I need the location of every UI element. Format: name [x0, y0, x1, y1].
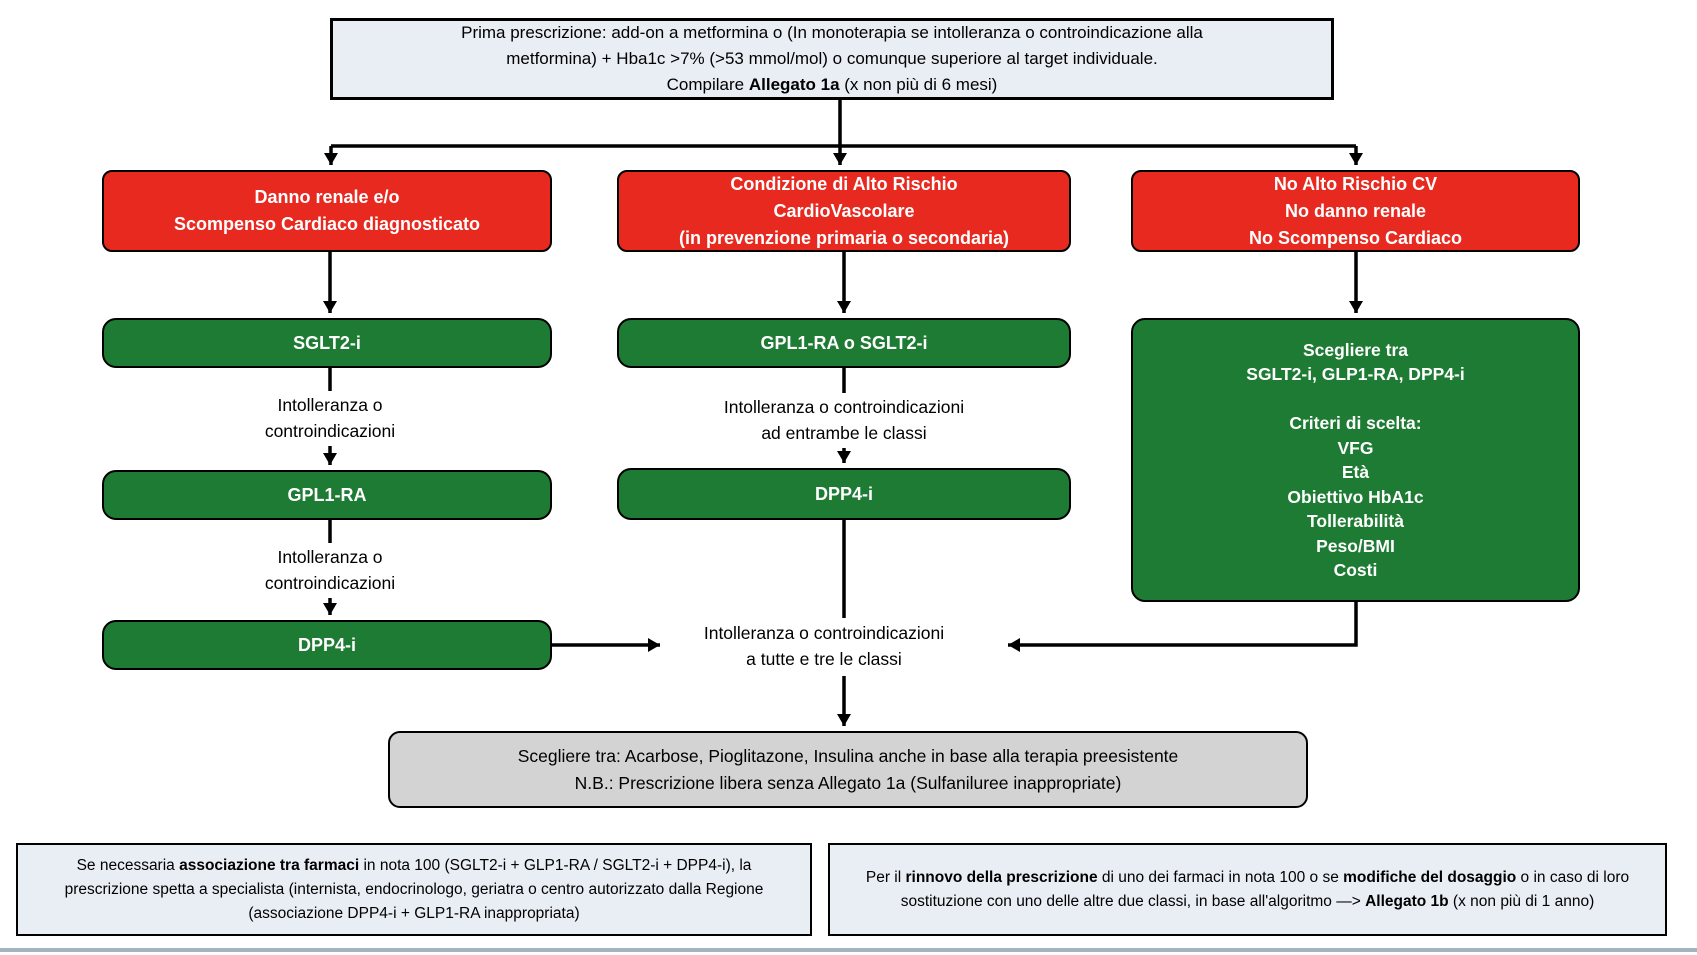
edge-label-intolerance-2: Intolleranza o controindicazioni	[264, 547, 396, 593]
top-line3-bold: Allegato 1a	[748, 75, 840, 94]
node-dpp4i-middle: DPP4-i	[617, 468, 1071, 520]
window-bottom-divider	[0, 948, 1697, 952]
note-right-p2: di uno dei farmaci in nota 100 o se	[1097, 868, 1344, 886]
edge-label-intolerance-1: Intolleranza o controindicazioni	[264, 395, 396, 441]
node-gpl1ra-sglt2i-middle: GPL1-RA o SGLT2-i	[617, 318, 1071, 368]
note-right-p4: (x non più di 1 anno)	[1448, 892, 1595, 910]
node-dpp4i-left: DPP4-i	[102, 620, 552, 670]
node-first-prescription: Prima prescrizione: add-on a metformina …	[330, 18, 1334, 100]
edge-label-intolerance-all: Intolleranza o controindicazioni a tutte…	[703, 623, 945, 669]
note-right-p3: o in caso di loro sostituzione con uno d…	[900, 868, 1630, 910]
node-condition-no-risk: No Alto Rischio CV No danno renale No Sc…	[1131, 170, 1580, 252]
node-gpl1ra-left: GPL1-RA	[102, 470, 552, 520]
top-line2: metformina) + Hba1c >7% (>53 mmol/mol) o…	[506, 49, 1158, 68]
note-right-p1: Per il	[865, 868, 906, 886]
note-association-rule: Se necessaria associazione tra farmaci i…	[16, 843, 812, 936]
node-sglt2i-left: SGLT2-i	[102, 318, 552, 368]
note-right-b3: Allegato 1b	[1365, 892, 1449, 910]
note-left-b1: associazione tra farmaci	[179, 856, 360, 874]
note-left-p1: Se necessaria	[76, 856, 180, 874]
node-fallback-therapies: Scegliere tra: Acarbose, Pioglitazone, I…	[388, 731, 1308, 808]
note-right-b1: rinnovo della prescrizione	[905, 868, 1098, 886]
top-line3-post: (x non più di 6 mesi)	[839, 75, 998, 94]
node-choice-criteria-panel: Scegliere tra SGLT2-i, GLP1-RA, DPP4-i C…	[1131, 318, 1580, 602]
note-renewal-rule: Per il rinnovo della prescrizione di uno…	[828, 843, 1667, 936]
node-condition-renal-heart: Danno renale e/o Scompenso Cardiaco diag…	[102, 170, 552, 252]
edge-label-intolerance-both: Intolleranza o controindicazioni ad entr…	[723, 397, 965, 443]
note-renewal-text: Per il rinnovo della prescrizione di uno…	[852, 866, 1643, 914]
note-right-b2: modifiche del dosaggio	[1343, 868, 1517, 886]
node-first-prescription-text: Prima prescrizione: add-on a metformina …	[461, 20, 1203, 98]
node-condition-high-cv-risk: Condizione di Alto Rischio CardioVascola…	[617, 170, 1071, 252]
top-line1: Prima prescrizione: add-on a metformina …	[461, 23, 1203, 42]
top-line3-pre: Compilare	[666, 75, 749, 94]
note-left-p2: in nota 100 (SGLT2-i + GLP1-RA / SGLT2-i…	[64, 856, 764, 922]
note-association-text: Se necessaria associazione tra farmaci i…	[40, 854, 788, 926]
